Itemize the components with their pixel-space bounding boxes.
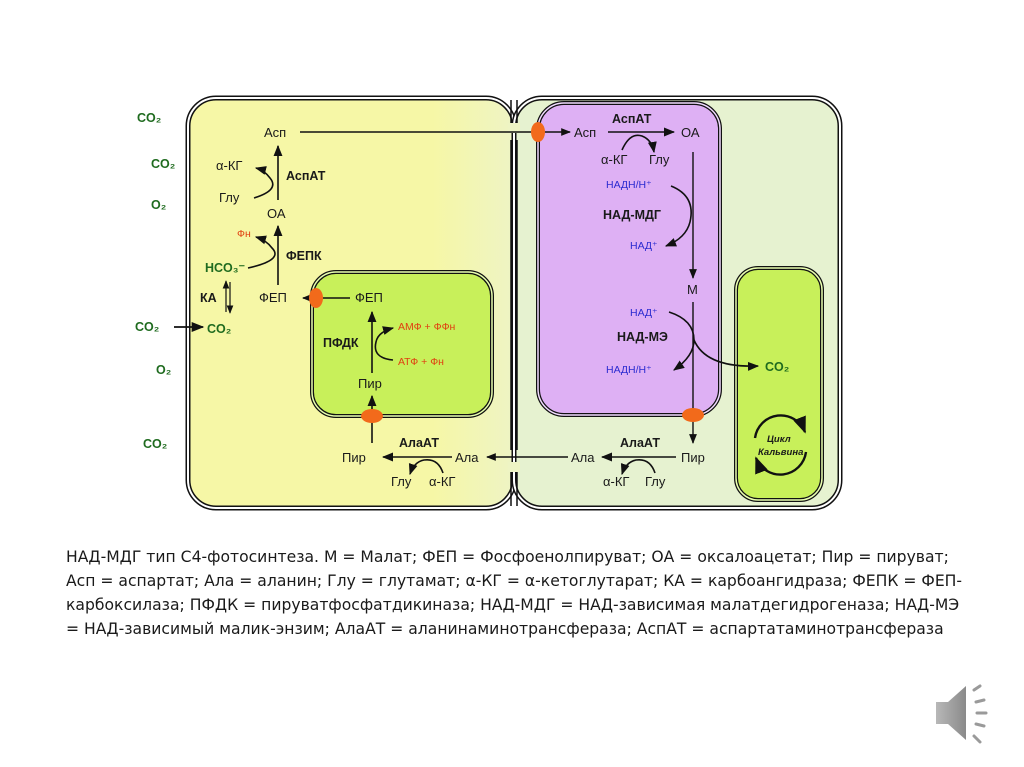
slide-caption: НАД-МДГ тип С4-фотосинтеза. М = Малат; Ф… — [66, 548, 963, 638]
mitochondrion — [536, 101, 722, 417]
outside-co2-label: CO₂ — [151, 157, 175, 171]
metabolite-oa: ОА — [681, 125, 700, 140]
phosphate-pi: Фн — [237, 228, 251, 240]
metabolite-akg: α-КГ — [603, 474, 629, 489]
outside-co2-input-label: CO₂ — [135, 320, 159, 334]
transporter-pir-mito — [682, 408, 704, 422]
enzyme-alaat: АлаАТ — [620, 436, 660, 450]
bundle-sheath-chloroplast — [734, 266, 824, 502]
c4-pathway-diagram: CO₂ CO₂ O₂ CO₂ O₂ CO₂ Асп α-КГ АспАТ Глу… — [135, 95, 843, 511]
metabolite-fep: ФЕП — [259, 290, 287, 305]
enzyme-nad-me: НАД-МЭ — [617, 330, 668, 344]
speaker-icon[interactable] — [930, 680, 1000, 750]
cofactor-nadh: НАДН/Н⁺ — [606, 364, 652, 376]
enzyme-nad-mdg: НАД-МДГ — [603, 208, 661, 222]
enzyme-aspat: АспАТ — [612, 112, 652, 126]
metabolite-glu: Глу — [645, 474, 666, 489]
metabolite-asp: Асп — [264, 125, 286, 140]
calvin-cycle-label: Цикл — [767, 434, 791, 445]
metabolite-glu: Глу — [219, 190, 240, 205]
transporter-asp — [531, 122, 545, 142]
outside-co2-label: CO₂ — [143, 437, 167, 451]
metabolite-co2: CO₂ — [207, 322, 231, 336]
metabolite-pir: Пир — [342, 450, 366, 465]
released-co2: CO₂ — [765, 360, 789, 374]
outside-o2-label: O₂ — [156, 363, 171, 377]
outside-o2-label: O₂ — [151, 198, 166, 212]
calvin-cycle: Цикл Кальвина — [753, 414, 808, 476]
metabolite-malate: М — [687, 282, 698, 297]
metabolite-ala: Ала — [455, 450, 479, 465]
enzyme-fepk: ФЕПК — [286, 249, 322, 263]
transporter-fep — [309, 288, 323, 308]
metabolite-ala: Ала — [571, 450, 595, 465]
metabolite-fep: ФЕП — [355, 290, 383, 305]
enzyme-pfdk: ПФДК — [323, 336, 359, 350]
metabolite-oa: ОА — [267, 206, 286, 221]
transporters — [309, 122, 704, 423]
metabolite-glu: Глу — [649, 152, 670, 167]
metabolite-hco3: HCO₃⁻ — [205, 261, 246, 275]
metabolite-akg: α-КГ — [601, 152, 627, 167]
transporter-pir — [361, 409, 383, 423]
metabolite-glu: Глу — [391, 474, 412, 489]
enzyme-aspat: АспАТ — [286, 169, 326, 183]
metabolite-asp: Асп — [574, 125, 596, 140]
calvin-cycle-label: Кальвина — [758, 447, 803, 458]
enzyme-alaat: АлаАТ — [399, 436, 439, 450]
cofactor-nadh: НАДН/Н⁺ — [606, 179, 652, 191]
cofactor-nad: НАД⁺ — [630, 240, 658, 252]
product-amp-ppi: АМФ + ФФн — [398, 321, 456, 333]
mesophyll-chloroplast — [310, 270, 494, 418]
substrate-atp-pi: АТФ + Фн — [398, 356, 444, 368]
plasmodesmata — [508, 100, 520, 506]
mitochondrion-reactions: Асп АспАТ ОА α-КГ Глу НАДН/Н⁺ НАД-МДГ НА… — [300, 112, 760, 444]
metabolite-akg: α-КГ — [216, 158, 242, 173]
enzyme-ka: КА — [200, 291, 217, 305]
metabolite-pir: Пир — [681, 450, 705, 465]
mesophyll-reactions: Асп α-КГ АспАТ Глу ОА Фн ФЕПК HCO₃⁻ КА Ф… — [200, 125, 479, 489]
metabolite-pir: Пир — [358, 376, 382, 391]
mesophyll-chloroplast-reactions: ФЕП ПФДК АМФ + ФФн АТФ + Фн Пир — [301, 290, 456, 443]
metabolite-akg: α-КГ — [429, 474, 455, 489]
cofactor-nad: НАД⁺ — [630, 307, 658, 319]
outside-co2-label: CO₂ — [137, 111, 161, 125]
bundle-sheath-reactions: CO₂ Пир АлаАТ Ала α-КГ Глу — [486, 360, 789, 489]
